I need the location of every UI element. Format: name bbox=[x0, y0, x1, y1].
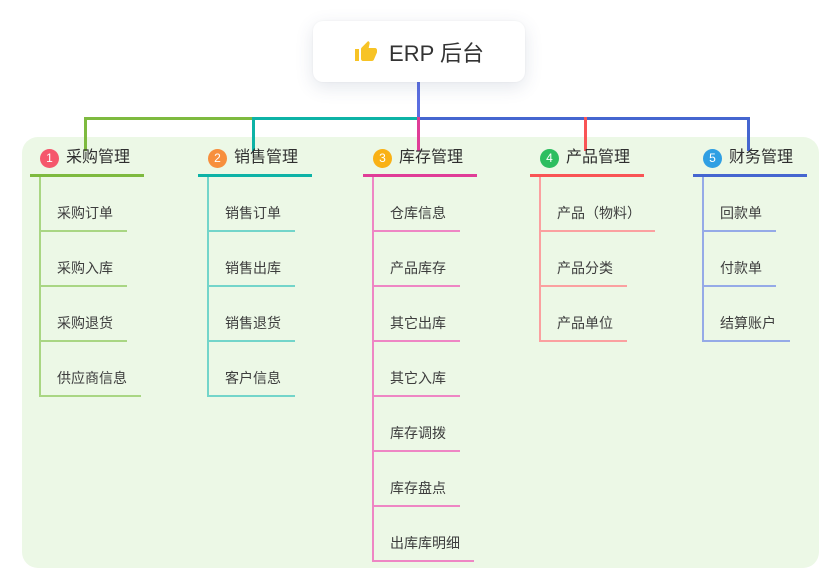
branch-drop-connector-2 bbox=[252, 117, 255, 151]
branch-number-badge: 5 bbox=[703, 148, 722, 168]
branch-items: 产品（物料）产品分类产品单位 bbox=[539, 177, 655, 342]
sub-item: 产品（物料） bbox=[539, 177, 655, 232]
branch-5: 5 财务管理回款单付款单结算账户 bbox=[693, 148, 808, 342]
branch-title-1: 1 采购管理 bbox=[30, 148, 145, 177]
sub-item: 销售退货 bbox=[207, 287, 295, 342]
sub-item: 其它出库 bbox=[372, 287, 460, 342]
sub-item: 库存盘点 bbox=[372, 452, 460, 507]
sub-item: 其它入库 bbox=[372, 342, 460, 397]
root-node: ERP 后台 bbox=[313, 21, 525, 82]
branch-1: 1 采购管理采购订单采购入库采购退货供应商信息 bbox=[30, 148, 145, 397]
branch-label: 采购管理 bbox=[66, 149, 131, 166]
branch-number-badge: 4 bbox=[540, 148, 559, 168]
sub-item: 产品分类 bbox=[539, 232, 627, 287]
sub-item: 销售出库 bbox=[207, 232, 295, 287]
branch-items: 仓库信息产品库存其它出库其它入库库存调拨库存盘点出库库明细 bbox=[372, 177, 477, 562]
thumbs-up-icon bbox=[355, 40, 378, 61]
branch-label: 财务管理 bbox=[729, 149, 794, 166]
branch-trunk-line bbox=[372, 177, 374, 562]
branch-drop-connector-1 bbox=[84, 117, 87, 151]
sub-item: 仓库信息 bbox=[372, 177, 460, 232]
sub-item: 采购订单 bbox=[39, 177, 127, 232]
branch-number-badge: 2 bbox=[208, 148, 227, 168]
rail-segment-3 bbox=[417, 117, 750, 120]
sub-item: 结算账户 bbox=[702, 287, 790, 342]
branch-title-2: 2 销售管理 bbox=[198, 148, 313, 177]
branch-label: 销售管理 bbox=[234, 149, 299, 166]
branch-drop-connector-5 bbox=[747, 117, 750, 151]
sub-item: 库存调拨 bbox=[372, 397, 460, 452]
root-node-label: ERP 后台 bbox=[389, 40, 484, 66]
sub-item: 客户信息 bbox=[207, 342, 295, 397]
branch-2: 2 销售管理销售订单销售出库销售退货客户信息 bbox=[198, 148, 313, 397]
sub-item: 出库库明细 bbox=[372, 507, 474, 562]
branch-trunk-line bbox=[39, 177, 41, 397]
sub-item: 采购退货 bbox=[39, 287, 127, 342]
sub-item: 回款单 bbox=[702, 177, 776, 232]
branch-title-5: 5 财务管理 bbox=[693, 148, 808, 177]
sub-item: 采购入库 bbox=[39, 232, 127, 287]
sub-item: 付款单 bbox=[702, 232, 776, 287]
branch-drop-connector-3 bbox=[417, 117, 420, 151]
branch-label: 产品管理 bbox=[566, 149, 631, 166]
branch-title-3: 3 库存管理 bbox=[363, 148, 478, 177]
branch-items: 回款单付款单结算账户 bbox=[702, 177, 807, 342]
branch-3: 3 库存管理仓库信息产品库存其它出库其它入库库存调拨库存盘点出库库明细 bbox=[363, 148, 478, 562]
branch-title-4: 4 产品管理 bbox=[530, 148, 645, 177]
root-trunk-connector bbox=[417, 82, 420, 118]
branch-number-badge: 3 bbox=[373, 148, 392, 168]
branch-items: 采购订单采购入库采购退货供应商信息 bbox=[39, 177, 144, 397]
branch-label: 库存管理 bbox=[399, 149, 464, 166]
branch-drop-connector-4 bbox=[584, 117, 587, 151]
branch-trunk-line bbox=[207, 177, 209, 397]
branch-number-badge: 1 bbox=[40, 148, 59, 168]
diagram-panel bbox=[22, 137, 819, 568]
sub-item: 产品库存 bbox=[372, 232, 460, 287]
sub-item: 销售订单 bbox=[207, 177, 295, 232]
rail-segment-1 bbox=[84, 117, 252, 120]
sub-item: 产品单位 bbox=[539, 287, 627, 342]
rail-segment-2 bbox=[252, 117, 417, 120]
sub-item: 供应商信息 bbox=[39, 342, 141, 397]
branch-trunk-line bbox=[539, 177, 541, 342]
branch-trunk-line bbox=[702, 177, 704, 342]
branch-items: 销售订单销售出库销售退货客户信息 bbox=[207, 177, 312, 397]
branch-4: 4 产品管理产品（物料）产品分类产品单位 bbox=[530, 148, 655, 342]
